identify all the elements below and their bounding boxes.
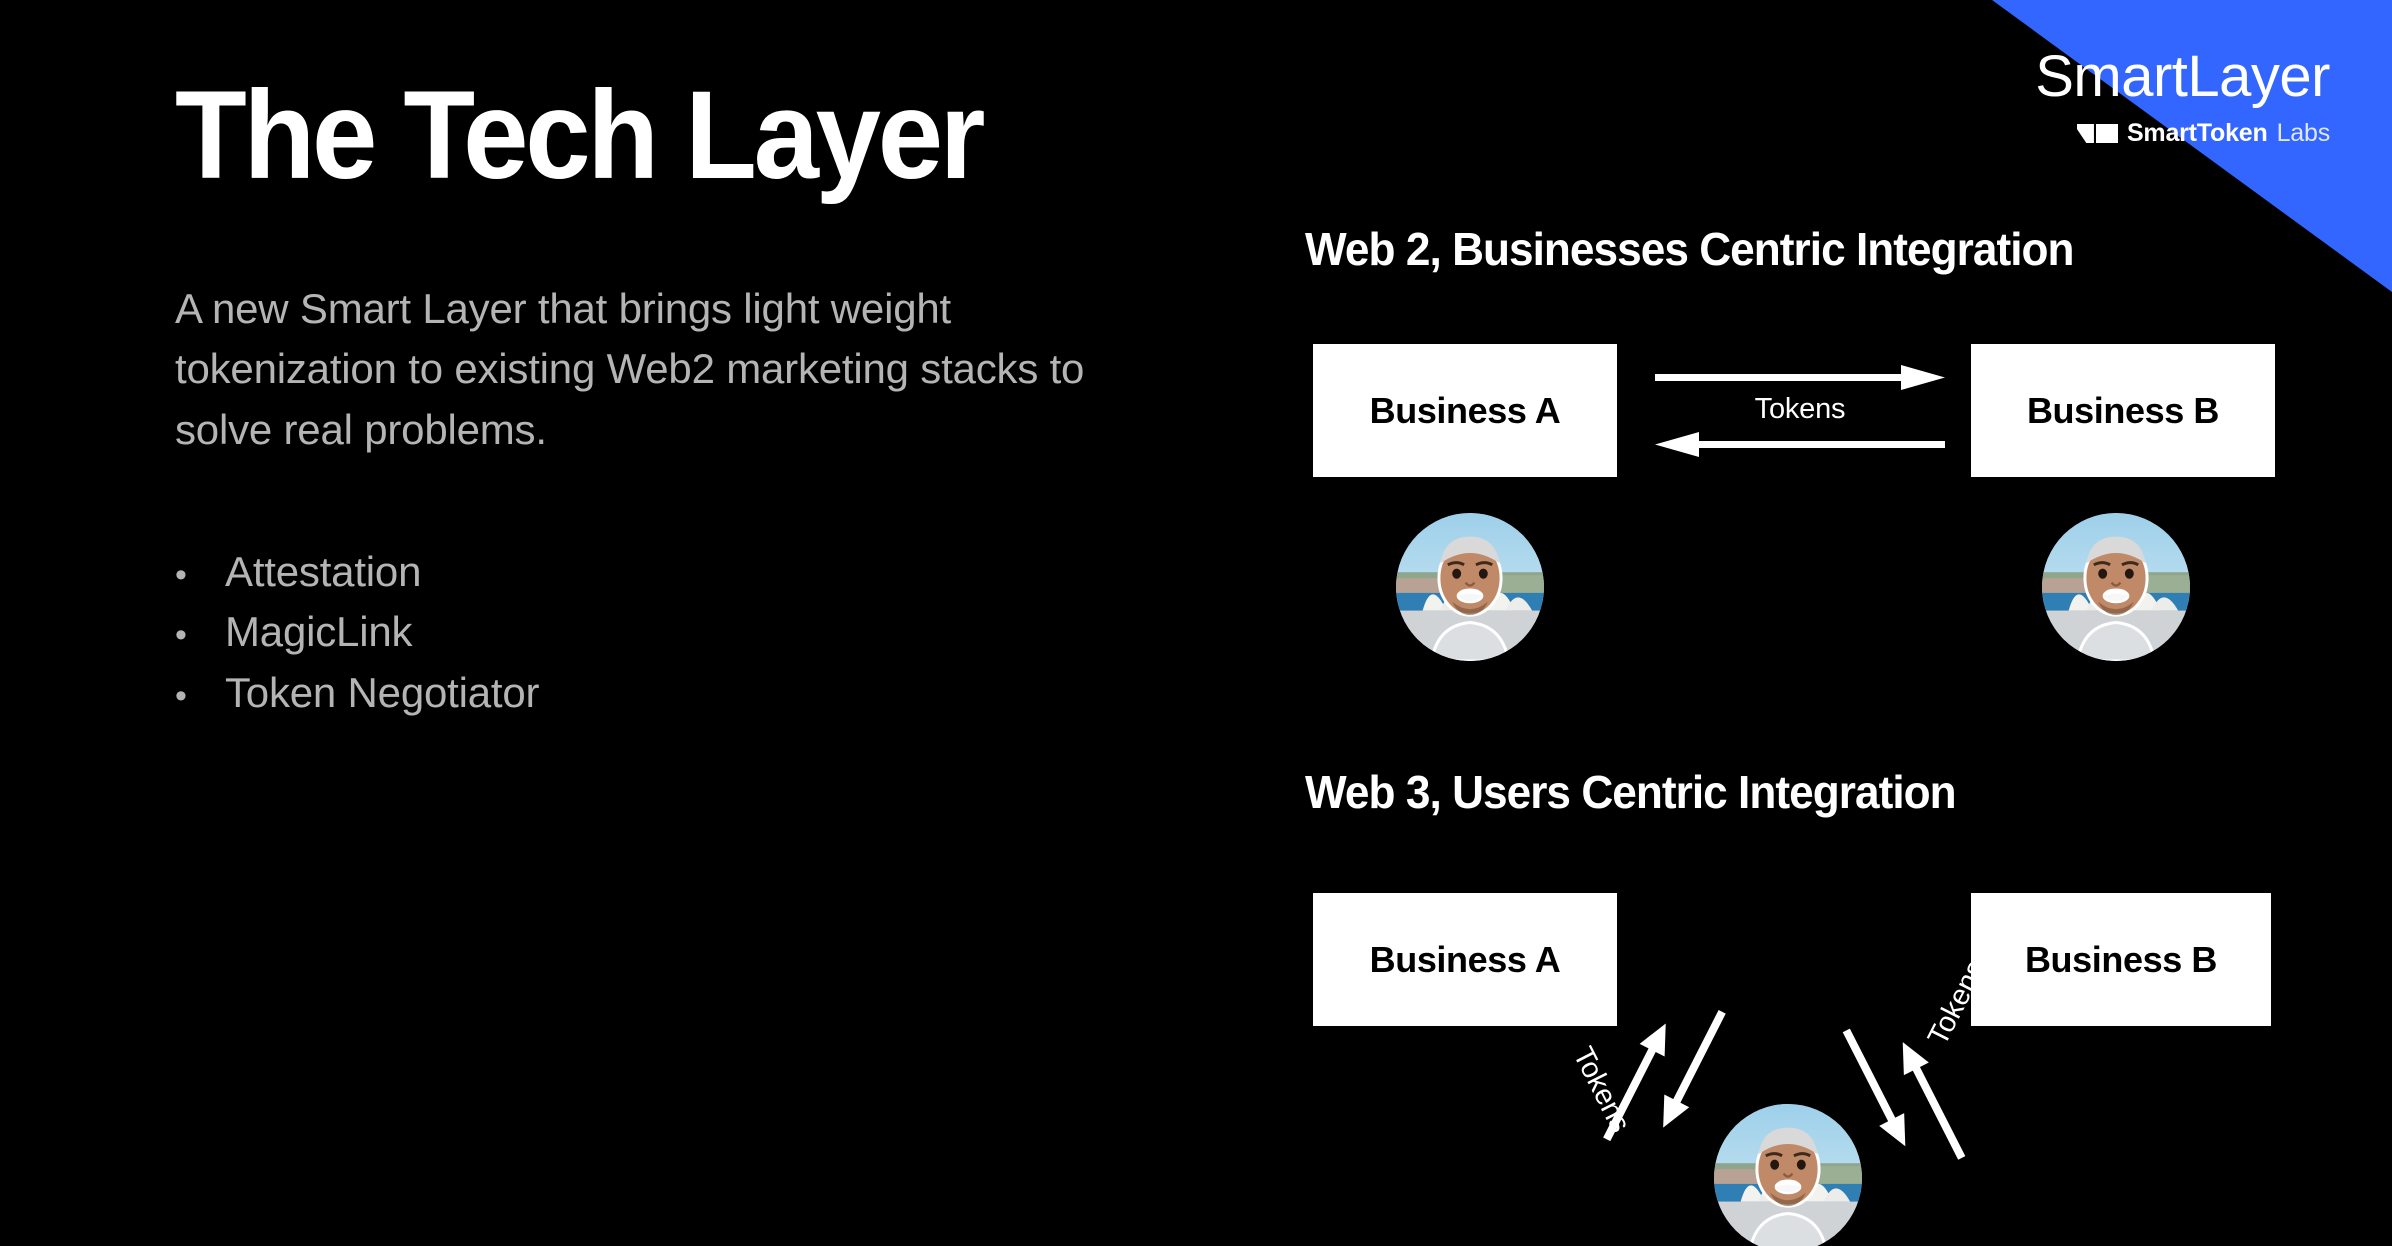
list-item: • MagicLink [175,602,1135,662]
web3-business-a-box: Business A [1313,893,1617,1026]
web3-user-avatar [1714,1104,1862,1246]
feature-list: • Attestation • MagicLink • Token Negoti… [175,542,1135,722]
web2-business-b-label: Business B [2026,389,2220,431]
bullet-icon: • [175,556,187,595]
feature-label: Attestation [225,548,422,596]
brand-name: SmartLayer [2035,44,2330,109]
web3-token-flow-arrows-left [1580,1000,1770,1200]
feature-label: MagicLink [225,608,413,656]
web2-token-flow-label: Tokens [1754,393,1846,425]
list-item: • Token Negotiator [175,663,1135,723]
bullet-icon: • [175,616,187,655]
smarttokenlabs-mark-icon [2076,124,2118,143]
web3-business-b-label: Business B [2024,938,2218,980]
lede-paragraph: A new Smart Layer that brings light weig… [175,285,1085,453]
web2-business-b-box: Business B [1971,344,2275,477]
left-content-column: The Tech Layer A new Smart Layer that br… [175,68,1135,723]
web3-token-flow-arrows-right [1835,1000,2025,1200]
feature-label: Token Negotiator [225,668,540,716]
web2-user-avatar-b [2042,513,2190,661]
bullet-icon: • [175,676,187,715]
web2-token-flow-arrows: Tokens [1655,352,1945,470]
web2-user-avatar-a [1396,513,1544,661]
diagram-heading-web3: Web 3, Users Centric Integration [1305,766,1957,818]
web2-business-a-box: Business A [1313,344,1617,477]
diagram-heading-web2: Web 2, Businesses Centric Integration [1305,223,2075,275]
web3-business-b-box: Business B [1971,893,2271,1026]
brand-sub-light: Labs [2276,119,2331,147]
web3-business-a-label: Business A [1369,938,1561,980]
brand-sub-bold: SmartToken [2126,119,2268,147]
list-item: • Attestation [175,542,1135,602]
brand-sublogo: SmartToken Labs [2035,119,2330,148]
page-title: The Tech Layer [175,66,985,205]
web2-business-a-label: Business A [1369,389,1561,431]
